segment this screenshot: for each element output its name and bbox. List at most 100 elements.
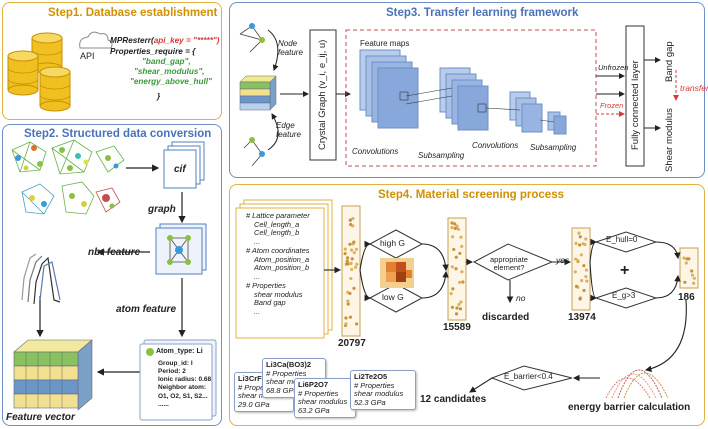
code-line-4: "shear_modulus",: [134, 67, 205, 76]
low-g-label: low G: [382, 292, 404, 302]
population-dot: [453, 226, 457, 231]
population-dot: [574, 284, 579, 288]
energy-barrier-calc-label: energy barrier calculation: [568, 402, 691, 413]
population-dot: [346, 299, 350, 303]
document-line: ...: [254, 307, 261, 317]
ebarrier-diamond: [490, 365, 573, 391]
population-dot: [692, 276, 696, 280]
graph-label: graph: [148, 204, 176, 215]
population-dot: [352, 240, 356, 244]
cif-label: cif: [174, 164, 186, 175]
document-line: shear modulus: [254, 289, 303, 299]
population-dot: [450, 305, 455, 309]
element-heatmap: [380, 258, 414, 288]
graph-icon: [155, 223, 207, 275]
step4-title: Step4. Material screening process: [378, 189, 564, 201]
population-dot: [455, 306, 459, 310]
population-dot: [578, 243, 582, 247]
edge-feature-label: Edge feature: [276, 121, 301, 139]
population-dot: [692, 281, 696, 285]
population-dot: [585, 279, 589, 283]
population-dot: [582, 264, 586, 268]
population-dot: [451, 235, 455, 239]
fc-layer-box: [625, 25, 645, 167]
population-dot: [459, 235, 463, 239]
population-dot: [355, 322, 359, 326]
atom-icon: [146, 348, 154, 356]
frozen-region: [345, 29, 597, 167]
code-line-3: "band_gap",: [142, 57, 191, 66]
api-label: API: [80, 51, 95, 61]
population-dot: [355, 262, 359, 266]
population-dot: [583, 242, 587, 247]
population-dot: [349, 222, 353, 227]
convolutions-label-2: Convolutions: [472, 141, 519, 150]
graph-nodes: [249, 23, 265, 157]
population-dot: [458, 251, 462, 256]
feature-maps-label: Feature maps: [360, 39, 410, 48]
plus-label: +: [620, 262, 630, 279]
population-dot: [453, 222, 457, 226]
population-dots: [343, 216, 696, 328]
crystal-structures-icon: [11, 139, 125, 215]
population-dot: [580, 278, 584, 283]
candidates-label: 12 candidates: [420, 394, 487, 405]
count-186: 186: [678, 292, 695, 303]
population-dot: [684, 261, 688, 265]
convolutions-label-1: Convolutions: [352, 147, 399, 156]
step3-panel: [229, 2, 705, 178]
population-dot: [348, 218, 352, 222]
fc-layer-label: Fully connected layer: [630, 60, 641, 150]
population-dot: [574, 241, 578, 245]
population-dot: [345, 259, 349, 263]
eg-label: E_g>3: [612, 291, 636, 300]
atom-card-line: Group_id: I: [158, 360, 193, 367]
document-line: ...: [254, 237, 261, 247]
population-dot: [450, 225, 454, 230]
no-label: no: [516, 293, 526, 303]
atom-card-title: Atom_type: Li: [156, 348, 203, 355]
document-line: # Atom coordinates: [246, 245, 310, 255]
database-icon: [7, 32, 71, 112]
crystal-graph-small: [239, 25, 263, 167]
count-15589: 15589: [443, 322, 471, 333]
atom-card-line: Period: 2: [158, 368, 186, 376]
document-line: ...: [254, 272, 261, 282]
population-dot: [454, 267, 458, 271]
population-dot: [458, 280, 462, 284]
population-dot: [687, 257, 691, 261]
nbr-feature-curves: [21, 253, 61, 305]
step4-panel: [229, 184, 705, 426]
subsampling-label-2: Subsampling: [530, 143, 577, 152]
population-dot: [349, 276, 353, 281]
atom-card-line: Ionic radius: 0.68: [158, 376, 212, 384]
population-dot: [459, 300, 463, 304]
population-dot: [577, 231, 581, 235]
frozen-label: Frozen: [600, 101, 624, 110]
ehull-label: E_hull=0: [606, 235, 638, 244]
population-dot: [573, 270, 577, 274]
step2-panel: [2, 124, 222, 426]
population-dot: [354, 265, 358, 269]
population-dot: [682, 256, 686, 260]
population-dot: [449, 292, 453, 296]
atom-feature-label: atom feature: [116, 304, 177, 315]
population-dot: [578, 297, 582, 301]
population-dot: [348, 261, 353, 266]
node-feature-label: Node feature: [278, 39, 303, 57]
cif-files-icon: [163, 141, 205, 189]
population-dot: [348, 315, 353, 319]
population-dot: [348, 242, 352, 246]
feature-vector-cube: [13, 339, 93, 411]
cloud-icon: [79, 31, 113, 49]
discarded-label: discarded: [482, 312, 530, 323]
population-dot: [690, 273, 695, 277]
population-dot: [350, 257, 354, 261]
population-dot: [352, 286, 356, 290]
nbr-feature-label: nbr feature: [88, 247, 141, 258]
count-13974: 13974: [568, 312, 596, 323]
document-line: Atom_position_b: [254, 263, 310, 273]
